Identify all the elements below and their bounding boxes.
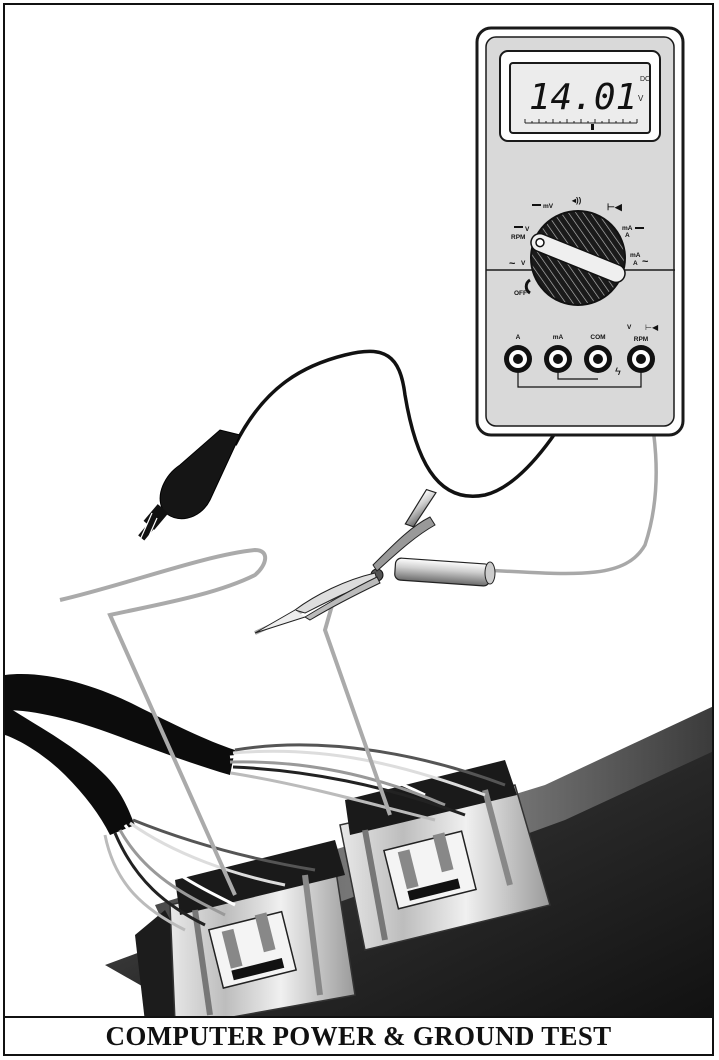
- jack-com[interactable]: [584, 345, 612, 373]
- multimeter: 14.01 DC V: [477, 28, 683, 435]
- jack-diode-icon: ⊢◀: [645, 323, 659, 332]
- display-mode: DC: [640, 76, 650, 83]
- dial-rpm-v-label: RPM: [511, 234, 525, 241]
- alligator-clip-red: [255, 486, 495, 633]
- jack-ma[interactable]: [544, 345, 572, 373]
- dial-mv-label: mV: [543, 203, 554, 210]
- display-reading: 14.01: [529, 77, 637, 118]
- ac-wave-icon-left: ~: [509, 258, 516, 270]
- continuity-icon: ◂)): [571, 196, 582, 205]
- dial-ma-dc-top: mA: [622, 225, 633, 232]
- diode-icon: ⊢◀: [607, 202, 623, 212]
- dial-off-label: OFF: [514, 290, 527, 297]
- jack-a[interactable]: [504, 345, 532, 373]
- dial-ma-ac-bottom: A: [633, 260, 638, 267]
- fuse-warning-icon: ϟ: [615, 366, 621, 378]
- jack-v-label: V: [627, 324, 632, 331]
- jack-com-label: COM: [590, 334, 605, 341]
- ecu-connector-left: [170, 840, 355, 1022]
- rotary-selector[interactable]: [528, 211, 627, 305]
- back-probe-black: [138, 430, 240, 545]
- figure-frame: 14.01 DC V: [3, 3, 714, 1056]
- jack-ma-label: mA: [553, 334, 564, 341]
- caption-bar: COMPUTER POWER & GROUND TEST: [5, 1016, 712, 1054]
- jack-a-label: A: [516, 334, 521, 341]
- ac-wave-icon-right: ~: [642, 256, 649, 268]
- illustration: 14.01 DC V: [5, 5, 714, 1022]
- figure-caption: COMPUTER POWER & GROUND TEST: [106, 1021, 612, 1052]
- jack-rpm-label: RPM: [634, 336, 648, 343]
- dial-ma-ac-top: mA: [630, 252, 641, 259]
- display-unit: V: [638, 94, 644, 103]
- dial-ma-dc-bottom: A: [625, 232, 630, 239]
- jack-v-rpm[interactable]: [627, 345, 655, 373]
- dial-rpm-v-unit: V: [525, 226, 530, 233]
- dial-ac-v-label: V: [521, 260, 526, 267]
